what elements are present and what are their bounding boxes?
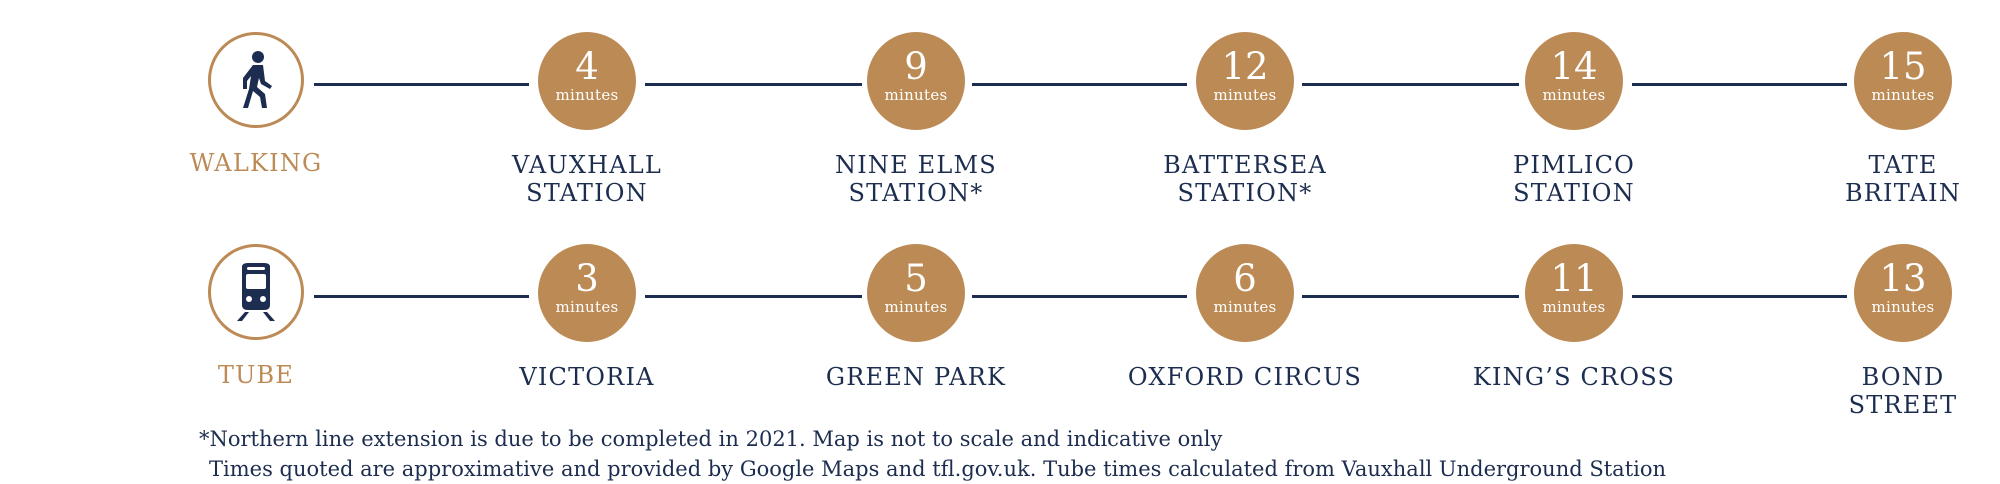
destination-label-line: NINE ELMS (835, 151, 997, 179)
destination-node: 11 minutes KING’S CROSS (1424, 244, 1724, 391)
time-badge: 5 minutes (867, 244, 965, 342)
route-connector (645, 295, 862, 298)
time-badge: 14 minutes (1525, 32, 1623, 130)
route-connector (972, 295, 1187, 298)
walking-mode-label: WALKING (106, 149, 406, 177)
destination-node: 6 minutes OXFORD CIRCUS (1095, 244, 1395, 391)
time-badge: 15 minutes (1854, 32, 1952, 130)
destination-node: 9 minutes NINE ELMS STATION* (766, 32, 1066, 207)
time-badge: 3 minutes (538, 244, 636, 342)
destination-label: NINE ELMS STATION* (766, 151, 1066, 207)
time-unit: minutes (884, 298, 948, 316)
destination-label: KING’S CROSS (1424, 363, 1724, 391)
destination-label-line: VICTORIA (519, 363, 655, 391)
walking-route: WALKING 4 minutes VAUXHALL STATION 9 min… (0, 32, 2000, 242)
destination-label-line: STATION* (1177, 179, 1313, 207)
time-value: 13 (1879, 257, 1927, 300)
destination-label: BOND STREET (1753, 363, 2000, 419)
destination-node: 4 minutes VAUXHALL STATION (437, 32, 737, 207)
route-connector (314, 83, 529, 86)
time-unit: minutes (1542, 86, 1606, 104)
destination-label: BATTERSEA STATION* (1095, 151, 1395, 207)
destination-label-line: BATTERSEA (1163, 151, 1327, 179)
footnote-sources: Times quoted are approximative and provi… (209, 457, 1667, 481)
tube-train-icon (237, 263, 275, 321)
time-unit: minutes (1213, 298, 1277, 316)
walking-mode-node: WALKING (106, 32, 406, 177)
route-connector (1632, 295, 1847, 298)
mode-icon-circle (208, 244, 304, 340)
destination-label: PIMLICO STATION (1424, 151, 1724, 207)
tube-mode-node: TUBE (106, 244, 406, 389)
route-connector (1302, 83, 1519, 86)
time-unit: minutes (555, 86, 619, 104)
route-connector (314, 295, 529, 298)
walking-person-icon (243, 51, 272, 108)
time-value: 15 (1879, 45, 1927, 88)
mode-label-text: TUBE (217, 361, 295, 389)
route-connector (645, 83, 862, 86)
destination-label-line: VAUXHALL (511, 151, 663, 179)
time-unit: minutes (1542, 298, 1606, 316)
time-badge: 13 minutes (1854, 244, 1952, 342)
destination-node: 15 minutes TATE BRITAIN (1753, 32, 2000, 207)
destination-label-line: OXFORD CIRCUS (1127, 363, 1363, 391)
time-unit: minutes (555, 298, 619, 316)
destination-label-line: BOND (1861, 363, 1945, 391)
destination-label: VICTORIA (437, 363, 737, 391)
destination-label: OXFORD CIRCUS (1095, 363, 1395, 391)
destination-node: 3 minutes VICTORIA (437, 244, 737, 391)
destination-label-line: STATION* (848, 179, 984, 207)
mode-icon-circle (208, 32, 304, 128)
route-connector (1302, 295, 1519, 298)
time-unit: minutes (1871, 298, 1935, 316)
destination-label-line: STATION (526, 179, 648, 207)
time-value: 11 (1550, 257, 1598, 300)
destination-node: 12 minutes BATTERSEA STATION* (1095, 32, 1395, 207)
route-connector (972, 83, 1187, 86)
route-connector (1632, 83, 1847, 86)
time-value: 6 (1233, 257, 1257, 300)
destination-label: GREEN PARK (766, 363, 1066, 391)
destination-node: 5 minutes GREEN PARK (766, 244, 1066, 391)
destination-node: 14 minutes PIMLICO STATION (1424, 32, 1724, 207)
time-badge: 9 minutes (867, 32, 965, 130)
time-unit: minutes (1213, 86, 1277, 104)
time-badge: 12 minutes (1196, 32, 1294, 130)
time-badge: 4 minutes (538, 32, 636, 130)
tube-route: TUBE 3 minutes VICTORIA 5 minutes GREEN … (0, 244, 2000, 454)
time-badge: 11 minutes (1525, 244, 1623, 342)
mode-label-text: WALKING (189, 149, 323, 177)
footnotes: *Northern line extension is due to be co… (199, 424, 1666, 484)
footnote-extension: *Northern line extension is due to be co… (199, 427, 1223, 451)
destination-label: VAUXHALL STATION (437, 151, 737, 207)
time-value: 5 (904, 257, 928, 300)
destination-label-line: TATE (1868, 151, 1938, 179)
time-value: 4 (575, 45, 599, 88)
time-value: 12 (1221, 45, 1269, 88)
destination-label-line: STREET (1848, 391, 1958, 419)
time-value: 9 (904, 45, 928, 88)
tube-mode-label: TUBE (106, 361, 406, 389)
time-unit: minutes (1871, 86, 1935, 104)
time-unit: minutes (884, 86, 948, 104)
destination-node: 13 minutes BOND STREET (1753, 244, 2000, 419)
destination-label-line: GREEN PARK (825, 363, 1007, 391)
destination-label-line: BRITAIN (1844, 179, 1962, 207)
destination-label-line: PIMLICO (1512, 151, 1636, 179)
destination-label: TATE BRITAIN (1753, 151, 2000, 207)
time-value: 14 (1550, 45, 1598, 88)
destination-label-line: KING’S CROSS (1472, 363, 1676, 391)
time-badge: 6 minutes (1196, 244, 1294, 342)
destination-label-line: STATION (1513, 179, 1635, 207)
time-value: 3 (575, 257, 599, 300)
